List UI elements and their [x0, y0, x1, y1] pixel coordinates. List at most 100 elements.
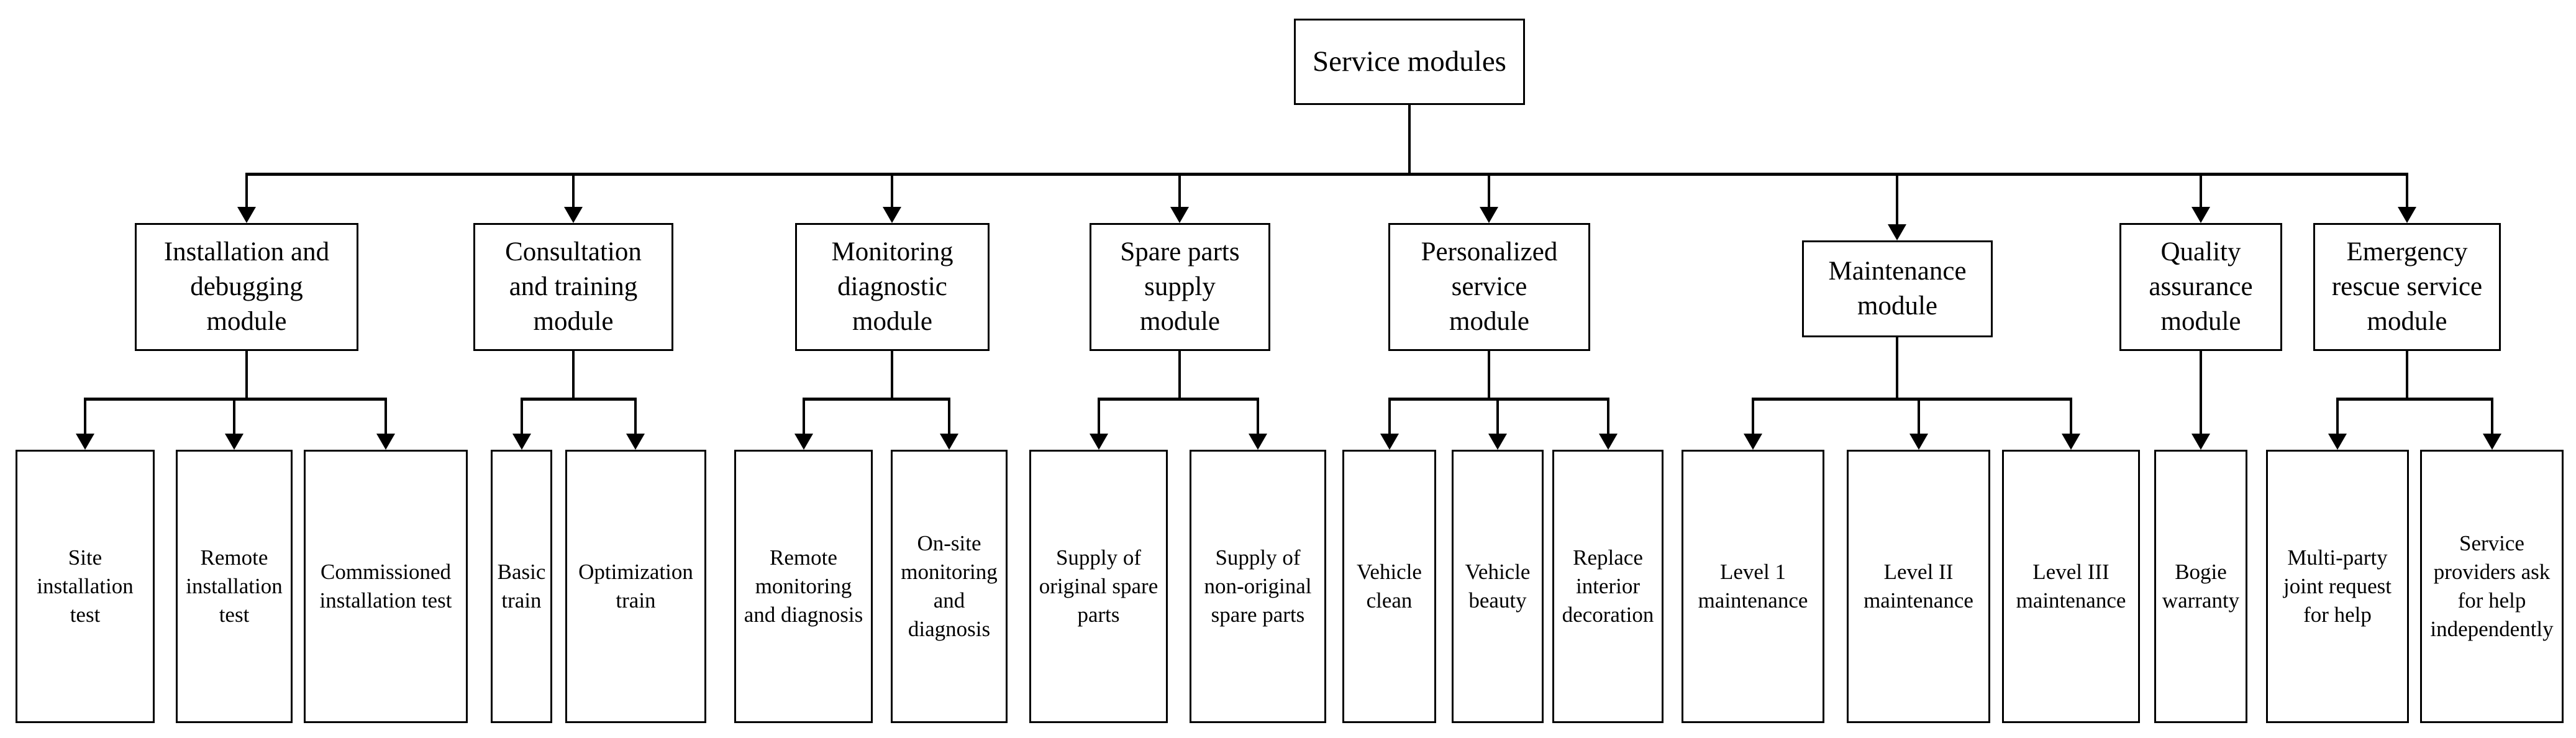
connector-arrow-shaft-replace-interior	[1607, 401, 1609, 434]
connector-subbus-monitoring	[803, 398, 950, 401]
leaf-node-supply-of-non-original-spare-parts: Supply of non-original spare parts	[1190, 450, 1326, 723]
arrowhead-down-icon-vehicle-clean	[1380, 434, 1399, 450]
connector-stem-emergency	[2406, 351, 2408, 398]
module-label: Consultation and training module	[505, 237, 642, 336]
module-label: Monitoring diagnostic module	[831, 237, 953, 336]
arrowhead-down-icon-level-1	[1744, 434, 1762, 450]
leaf-node-commissioned-installation-test: Commissioned installation test	[304, 450, 468, 723]
leaf-node-bogie-warranty: Bogie warranty	[2154, 450, 2247, 723]
module-label: Installation and debugging module	[163, 237, 330, 336]
arrowhead-down-icon-original-spare	[1090, 434, 1108, 450]
arrowhead-down-icon-site-installation	[76, 434, 94, 450]
leaf-node-vehicle-beauty: Vehicle beauty	[1452, 450, 1544, 723]
module-node-emergency-rescue-service: Emergency rescue service module	[2313, 223, 2501, 351]
connector-arrow-shaft-installation	[245, 176, 248, 207]
arrowhead-down-icon-consultation	[564, 207, 583, 223]
leaf-node-basic-train: Basic train	[491, 450, 552, 723]
module-label: Emergency rescue service module	[2331, 237, 2483, 336]
leaf-label: Multi-party joint request for help	[2283, 545, 2392, 627]
leaf-node-level-ii-maintenance: Level II maintenance	[1847, 450, 1990, 723]
arrowhead-down-icon-multi-party	[2328, 434, 2347, 450]
connector-arrow-shaft-consultation	[572, 176, 575, 207]
connector-arrow-shaft-remote-installation	[233, 401, 235, 434]
connector-stem-monitoring	[891, 351, 893, 398]
connector-subbus-installation	[84, 398, 387, 401]
connector-stem-spare-parts	[1178, 351, 1181, 398]
arrowhead-down-icon-replace-interior	[1599, 434, 1618, 450]
leaf-label: Basic train	[497, 559, 546, 613]
arrowhead-down-icon-level-2	[1909, 434, 1928, 450]
arrowhead-down-icon-onsite-monitoring	[940, 434, 958, 450]
leaf-label: On-site monitoring and diagnosis	[901, 531, 998, 642]
module-label: Spare parts supply module	[1120, 237, 1240, 336]
arrowhead-down-icon-personalized	[1480, 207, 1498, 223]
connector-arrow-shaft-original-spare	[1098, 401, 1100, 434]
connector-arrow-shaft-non-original-spare	[1257, 401, 1259, 434]
connector-subbus-emergency	[2336, 398, 2493, 401]
connector-arrow-shaft-spare-parts	[1178, 176, 1181, 207]
leaf-node-site-installation-test: Site installation test	[16, 450, 155, 723]
connector-subbus-personalized	[1388, 398, 1609, 401]
leaf-label: Remote installation test	[186, 545, 283, 627]
leaf-label: Level II maintenance	[1864, 559, 1973, 613]
connector-arrow-shaft-optimization-train	[634, 401, 637, 434]
arrowhead-down-icon-vehicle-beauty	[1488, 434, 1507, 450]
arrowhead-down-icon-level-3	[2062, 434, 2080, 450]
connector-arrow-shaft-onsite-monitoring	[948, 401, 950, 434]
leaf-label: Level III maintenance	[2016, 559, 2126, 613]
connector-arrow-shaft-personalized	[1488, 176, 1490, 207]
arrowhead-down-icon-providers-independently	[2483, 434, 2501, 450]
connector-main-bus	[245, 173, 2408, 176]
arrowhead-down-icon-emergency	[2398, 207, 2416, 223]
arrowhead-down-icon-non-original-spare	[1249, 434, 1267, 450]
arrowhead-down-icon-spare-parts	[1170, 207, 1189, 223]
connector-stem-personalized	[1488, 351, 1490, 398]
arrowhead-down-icon-basic-train	[512, 434, 531, 450]
leaf-label: Level 1 maintenance	[1698, 559, 1808, 613]
connector-subbus-consultation	[521, 398, 637, 401]
leaf-node-remote-monitoring-and-diagnosis: Remote monitoring and diagnosis	[734, 450, 873, 723]
connector-arrow-shaft-level-3	[2070, 401, 2072, 434]
connector-stem-installation	[245, 351, 248, 398]
arrowhead-down-icon-remote-installation	[225, 434, 243, 450]
module-node-spare-parts-supply: Spare parts supply module	[1090, 223, 1270, 351]
arrowhead-down-icon-installation	[237, 207, 256, 223]
leaf-node-supply-of-original-spare-parts: Supply of original spare parts	[1029, 450, 1168, 723]
leaf-node-vehicle-clean: Vehicle clean	[1342, 450, 1436, 723]
module-label: Personalized service module	[1421, 237, 1558, 336]
connector-arrow-shaft-monitoring	[891, 176, 893, 207]
module-node-maintenance: Maintenance module	[1802, 240, 1993, 337]
arrowhead-down-icon-maintenance	[1888, 224, 1906, 240]
leaf-label: Supply of non-original spare parts	[1204, 545, 1312, 627]
leaf-node-remote-installation-test: Remote installation test	[176, 450, 293, 723]
connector-stem-consultation	[572, 351, 575, 398]
root-node-label: Service modules	[1313, 45, 1506, 78]
root-node-service-modules: Service modules	[1294, 19, 1525, 105]
connector-arrow-shaft-vehicle-clean	[1388, 401, 1391, 434]
leaf-node-level-1-maintenance: Level 1 maintenance	[1682, 450, 1824, 723]
connector-subbus-spare-parts	[1098, 398, 1259, 401]
connector-arrow-shaft-emergency	[2406, 176, 2408, 207]
module-label: Maintenance module	[1828, 257, 1967, 321]
arrowhead-down-icon-commissioned-installation	[376, 434, 395, 450]
arrowhead-down-icon-remote-monitoring	[794, 434, 813, 450]
connector-arrow-shaft-vehicle-beauty	[1496, 401, 1499, 434]
connector-arrow-shaft-multi-party	[2336, 401, 2339, 434]
arrowhead-down-icon-monitoring	[883, 207, 901, 223]
connector-arrow-shaft-providers-independently	[2491, 401, 2493, 434]
leaf-label: Remote monitoring and diagnosis	[744, 545, 863, 627]
connector-root-stem	[1408, 105, 1411, 173]
leaf-node-replace-interior-decoration: Replace interior decoration	[1552, 450, 1663, 723]
arrowhead-down-icon-quality	[2191, 207, 2210, 223]
connector-arrow-shaft-site-installation	[84, 401, 86, 434]
leaf-label: Vehicle clean	[1357, 559, 1422, 613]
leaf-label: Vehicle beauty	[1465, 559, 1531, 613]
connector-arrow-shaft-basic-train	[521, 401, 523, 434]
leaf-node-multi-party-joint-request-for-help: Multi-party joint request for help	[2266, 450, 2409, 723]
module-node-monitoring-diagnostic: Monitoring diagnostic module	[795, 223, 990, 351]
connector-arrow-shaft-level-2	[1918, 401, 1920, 434]
module-node-personalized-service: Personalized service module	[1388, 223, 1590, 351]
module-node-quality-assurance: Quality assurance module	[2119, 223, 2282, 351]
arrowhead-down-icon-bogie-warranty	[2191, 434, 2210, 450]
